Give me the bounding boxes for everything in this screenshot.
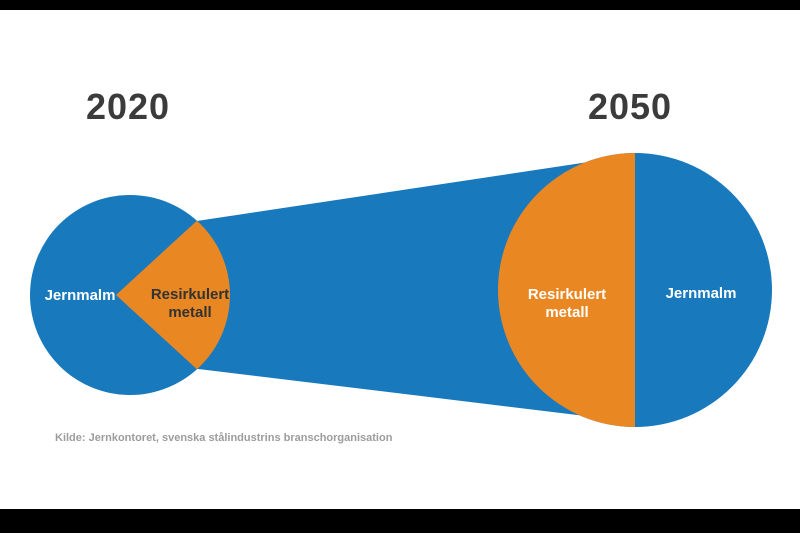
source-text: Kilde: Jernkontoret, svenska stålindustr…	[55, 432, 393, 444]
label-2020-jernmalm: Jernmalm	[45, 287, 116, 304]
pie-2020-recycled-slice	[116, 220, 230, 370]
top-black-bar	[0, 0, 800, 10]
label-2020-recycled-line2: metall	[168, 304, 211, 321]
label-2050-jernmalm: Jernmalm	[666, 285, 737, 302]
year-label-2020: 2020	[86, 86, 170, 127]
label-2050-recycled-line1: Resirkulert	[528, 286, 606, 303]
label-2050-recycled-line2: metall	[545, 304, 588, 321]
year-label-2050: 2050	[588, 86, 672, 127]
bottom-black-bar	[0, 509, 800, 533]
label-2020-recycled-line1: Resirkulert	[151, 286, 229, 303]
pie-2050-recycled-slice	[498, 153, 635, 427]
